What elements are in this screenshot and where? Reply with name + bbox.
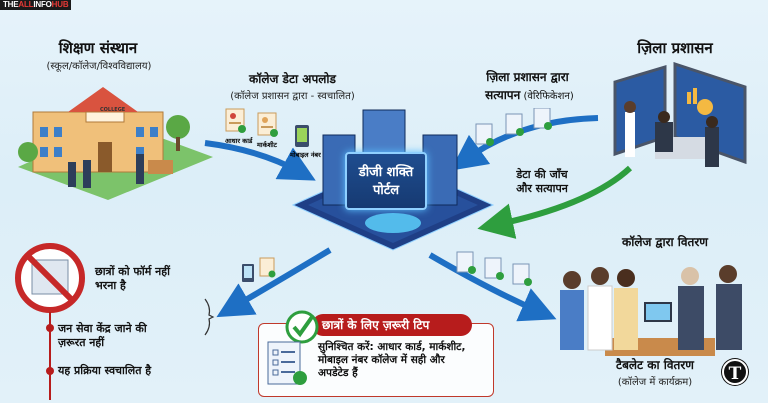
data-check-label: डेटा की जाँच और सत्यापन xyxy=(502,168,582,196)
doc-label: मोबाइल नंबर xyxy=(290,151,321,159)
marksheet-icon xyxy=(257,112,278,137)
no-form-line1: छात्रों को फॉर्म नहीं xyxy=(95,265,170,278)
tablet-distribution-icon xyxy=(560,265,742,356)
no-form-text: छात्रों को फॉर्म नहीं भरना है xyxy=(95,265,170,293)
portal-name-line1: डीजी शक्ति xyxy=(358,165,414,180)
verification-rest: (वेरिफिकेशन) xyxy=(520,91,574,102)
doc-label: मार्कशीट xyxy=(257,141,277,149)
tip-line: सुनिश्चित करें: आधार कार्ड, मार्कशीट, xyxy=(318,341,466,353)
verification-documents-icon xyxy=(475,108,552,146)
arrow-district-to-portal xyxy=(450,115,599,171)
tip-line: मोबाइल नंबर कॉलेज में सही और xyxy=(318,354,445,366)
district-office-icon xyxy=(613,62,747,167)
point-line: जन सेवा केंद्र जाने की xyxy=(58,322,147,335)
tip-line: अपडेटेड हैं xyxy=(318,367,358,379)
college-building-icon xyxy=(18,87,213,200)
upload-doc-mobile: मोबाइल नंबर xyxy=(290,124,321,159)
point-line: यह प्रक्रिया स्वचालित है xyxy=(58,364,152,377)
point-no-csc: जन सेवा केंद्र जाने की ज़रूरत नहीं xyxy=(58,322,147,350)
mobile-phone-icon xyxy=(295,125,309,147)
brand-highlight: ALL xyxy=(18,0,34,9)
checklist-icon xyxy=(267,341,307,385)
portal-name-line2: पोर्टल xyxy=(372,183,400,198)
building-sign: COLLEGE xyxy=(100,107,126,113)
upload-subtitle: (कॉलेज प्रशासन द्वारा - स्वचालित) xyxy=(230,91,355,102)
brand-middle: INFO xyxy=(33,0,52,9)
data-check-line1: डेटा की जाँच xyxy=(516,168,568,181)
doc-label: आधार कार्ड xyxy=(225,137,253,145)
arrow-portal-to-college xyxy=(428,252,557,322)
verification-bold: सत्यापन xyxy=(485,88,521,102)
transfer-docs-right-icon xyxy=(456,251,532,286)
check-circle-icon xyxy=(285,310,319,344)
brand-suffix: HUB xyxy=(51,0,69,9)
tip-body: सुनिश्चित करें: आधार कार्ड, मार्कशीट, मो… xyxy=(318,341,498,380)
publisher-logo: T xyxy=(722,359,748,385)
verification-title-line2: सत्यापन (वेरिफिकेशन) xyxy=(442,86,617,103)
point-automatic: यह प्रक्रिया स्वचालित है xyxy=(58,364,151,378)
portal-screen: डीजी शक्ति पोर्टल xyxy=(345,152,427,210)
transfer-docs-left-icon xyxy=(242,257,276,282)
brace-icon xyxy=(204,298,215,336)
distribution-caption-sub: (कॉलेज में कार्यक्रम) xyxy=(617,377,693,388)
upload-doc-aadhaar: आधार कार्ड xyxy=(225,108,252,145)
data-check-line2: और सत्यापन xyxy=(516,182,568,195)
arrow-portal-to-students xyxy=(216,247,332,318)
arrow-verified-back xyxy=(477,165,633,239)
point-line: ज़रूरत नहीं xyxy=(58,336,105,349)
district-title: ज़िला प्रशासन xyxy=(637,39,713,57)
brand-logo: THEALLINFOHUB xyxy=(0,0,72,10)
verification-title-line1: ज़िला प्रशासन द्वारा xyxy=(486,70,569,84)
tip-heading: छात्रों के लिए ज़रूरी टिप xyxy=(312,314,472,336)
arrow-institution-to-portal xyxy=(204,140,316,181)
no-form-icon xyxy=(15,243,85,400)
institution-title: शिक्षण संस्थान xyxy=(58,39,138,57)
upload-title: कॉलेज डेटा अपलोड xyxy=(249,72,336,86)
no-form-line2: भरना है xyxy=(95,279,126,292)
brand-prefix: THE xyxy=(3,0,19,9)
id-document-icon xyxy=(225,108,246,133)
upload-doc-marksheet: मार्कशीट xyxy=(257,112,279,149)
distribution-caption: टैबलेट का वितरण xyxy=(616,358,694,372)
institution-subtitle: (स्कूल/कॉलेज/विश्वविद्यालय) xyxy=(46,61,152,72)
distribution-title: कॉलेज द्वारा वितरण xyxy=(622,235,708,249)
